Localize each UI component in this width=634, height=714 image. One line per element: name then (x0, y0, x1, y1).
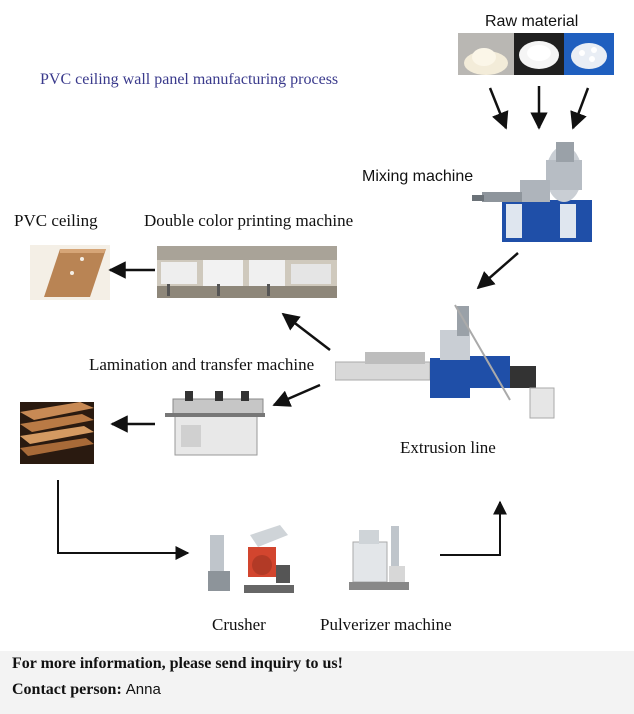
raw-material-photo-2 (514, 33, 564, 75)
printing-machine-label: Double color printing machine (144, 211, 354, 230)
arrow-panels-to-crusher (57, 480, 190, 560)
mixing-machine-label: Mixing machine (362, 168, 474, 185)
laminated-panels-photo (20, 402, 94, 464)
lamination-machine-image (165, 385, 265, 465)
diagram-title: PVC ceiling wall panel manufacturing pro… (40, 71, 339, 88)
crusher-image (200, 525, 295, 597)
crusher-label: Crusher (212, 615, 266, 634)
arrow-extrusion-to-lamination (272, 383, 321, 407)
contact-name: Anna (125, 681, 161, 698)
raw-material-photo-3 (564, 33, 614, 75)
raw-material-label: Raw material (485, 13, 579, 30)
footer-contact: Contact person: Anna (12, 681, 161, 699)
pulverizer-machine-label: Pulverizer machine (320, 615, 452, 634)
arrow-pulverizer-to-extrusion (440, 500, 507, 556)
footer-inquiry-text: For more information, please send inquir… (12, 655, 343, 672)
footer-panel (0, 651, 634, 714)
printing-machine-image (157, 246, 337, 298)
lamination-machine-label: Lamination and transfer machine (89, 355, 315, 374)
pvc-ceiling-label: PVC ceiling (14, 211, 98, 230)
extrusion-line-label: Extrusion line (400, 438, 496, 457)
mixing-machine-image (472, 140, 602, 250)
raw-material-photo-1 (458, 33, 514, 75)
arrow-mixing-to-extrusion (476, 252, 519, 290)
arrow-raw3-to-mixing (570, 87, 590, 130)
pvc-ceiling-photo (30, 245, 110, 300)
contact-label: Contact person: (12, 681, 122, 698)
extrusion-line-image (335, 300, 565, 425)
pulverizer-machine-image (345, 522, 415, 597)
arrow-raw1-to-mixing (488, 87, 509, 130)
arrow-extrusion-to-printing (281, 312, 331, 351)
